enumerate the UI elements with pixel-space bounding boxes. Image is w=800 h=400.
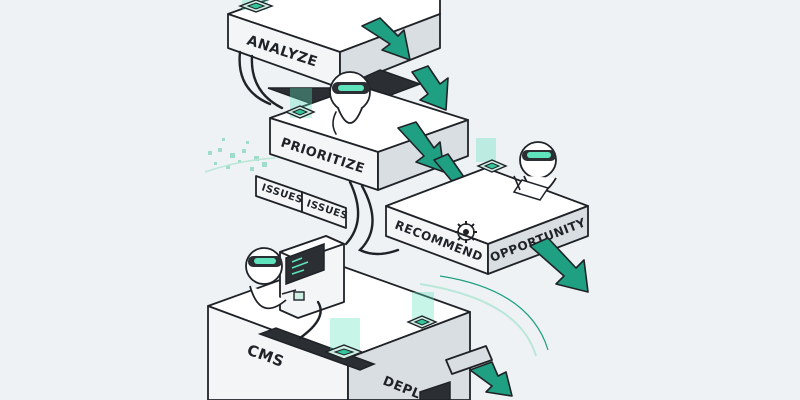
- robot-icon: [329, 71, 371, 135]
- chip-icon: [406, 292, 438, 329]
- arrow-icon: [529, 237, 589, 293]
- analyze-stage: ANALYZE: [227, 0, 441, 110]
- chip-icon: [238, 0, 274, 13]
- robot-icon: [245, 247, 297, 310]
- cms-stage: CMS DEPLOY: [207, 261, 493, 400]
- chip-icon: [476, 159, 508, 173]
- terminal-icon: [279, 235, 345, 340]
- arrow-icon: [469, 361, 513, 397]
- robot-icon: [512, 141, 557, 201]
- issues-tags: ISSUES ISSUES: [255, 175, 400, 256]
- prioritize-stage: PRIORITIZE: [269, 85, 496, 191]
- data-stream-icon: [204, 138, 276, 173]
- chip-icon: [476, 138, 496, 162]
- recommend-stage: RECOMMEND OPPORTUNITY: [385, 159, 589, 275]
- arrow-icon: [361, 17, 411, 61]
- chip-icon: [324, 318, 364, 360]
- chip-icon: [284, 88, 316, 119]
- arrow-icon: [411, 65, 449, 111]
- gear-icon: [455, 221, 477, 243]
